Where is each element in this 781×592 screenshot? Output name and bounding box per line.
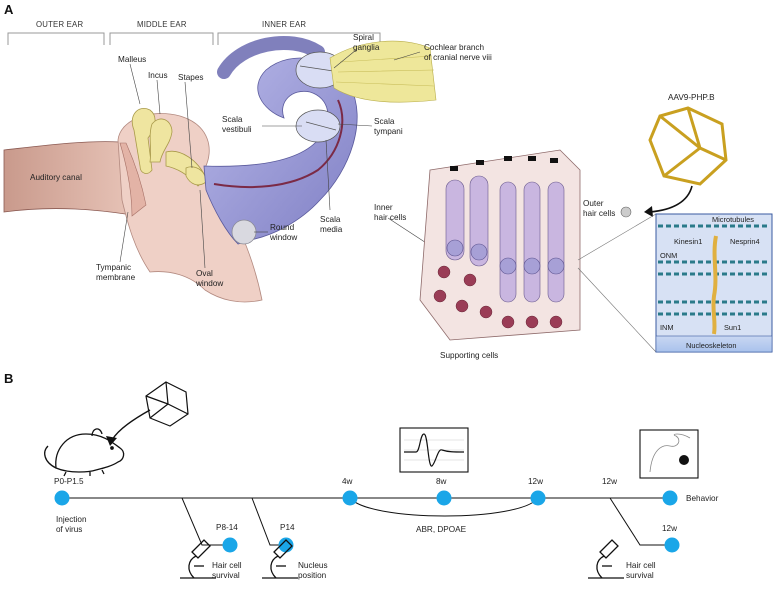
label-round-2: window xyxy=(269,233,297,242)
behavior-label: Behavior xyxy=(686,494,719,503)
injection-label-2: of virus xyxy=(56,525,82,534)
mouse-icon xyxy=(44,428,125,477)
label-12w: 12w xyxy=(528,477,543,486)
label-4w: 4w xyxy=(342,477,353,486)
label-nesprin: Nesprin4 xyxy=(730,237,760,246)
p14-desc-2: position xyxy=(298,571,327,580)
dot-12w xyxy=(530,490,546,506)
dot-p0 xyxy=(54,490,70,506)
label-inner-hc-2: hair cells xyxy=(374,213,406,222)
middle-ear-header: MIDDLE EAR xyxy=(137,20,187,29)
label-supporting-cells: Supporting cells xyxy=(440,351,498,360)
aav-arrow-head xyxy=(644,206,653,217)
p8-desc-2: survival xyxy=(212,571,240,580)
p8-desc-1: Hair cell xyxy=(212,561,242,570)
label-onm: ONM xyxy=(660,251,677,260)
cochlear-nerve xyxy=(329,40,437,103)
dot-4w xyxy=(342,490,358,506)
behavior-arena-icon xyxy=(639,429,699,479)
aav-arrow-icon xyxy=(649,185,693,213)
timeline-start-label: P0-P1.5 xyxy=(54,477,84,486)
label-media-1: Scala xyxy=(320,215,341,224)
virus-capsid-icon xyxy=(145,381,189,427)
label-auditory-canal: Auditory canal xyxy=(30,173,82,182)
label-sun1: Sun1 xyxy=(724,323,741,332)
hc-desc-2: survival xyxy=(626,571,654,580)
label-tympani-1: Scala xyxy=(374,117,395,126)
label-vestibuli-2: vestibuli xyxy=(222,125,252,134)
timeline-dots xyxy=(54,490,680,553)
microscope-icon-2 xyxy=(262,539,298,579)
dot-8w xyxy=(436,490,452,506)
panel-b-letter: B xyxy=(4,371,13,386)
injection-label-1: Injection xyxy=(56,515,87,524)
panel-a-letter: A xyxy=(4,2,14,17)
aav-particle-icon xyxy=(620,206,632,218)
dot-p8 xyxy=(222,537,238,553)
abr-dpoae-label: ABR, DPOAE xyxy=(416,525,467,534)
label-12w-hc: 12w xyxy=(662,524,677,533)
hc-desc-1: Hair cell xyxy=(626,561,656,570)
label-round-1: Round xyxy=(270,223,295,232)
round-window-shape xyxy=(231,219,257,245)
dot-12w-hc xyxy=(664,537,680,553)
p14-label: P14 xyxy=(280,523,295,532)
label-tympanic-2: membrane xyxy=(96,273,136,282)
label-spiral-2: ganglia xyxy=(353,43,380,52)
virus-arrow-icon xyxy=(111,409,151,441)
aav-capsid-icon xyxy=(648,106,728,186)
label-cochlear-2: of cranial nerve viii xyxy=(424,53,492,62)
microscope-icon-3 xyxy=(588,539,624,579)
label-outer-hc-2: hair cells xyxy=(583,209,615,218)
label-oval-2: window xyxy=(195,279,223,288)
label-aav: AAV9-PHP.B xyxy=(668,93,715,102)
abr-trace-icon xyxy=(399,427,469,473)
inner-ear-header: INNER EAR xyxy=(262,20,306,29)
label-8w: 8w xyxy=(436,477,447,486)
label-vestibuli-1: Scala xyxy=(222,115,243,124)
scala-media-line xyxy=(213,99,344,188)
label-stapes: Stapes xyxy=(178,73,204,82)
dot-behavior xyxy=(662,490,678,506)
label-media-2: media xyxy=(320,225,343,234)
label-kinesin: Kinesin1 xyxy=(674,237,702,246)
outer-ear-header: OUTER EAR xyxy=(36,20,83,29)
nuclear-envelope-inset xyxy=(655,213,773,353)
label-tympani-2: tympani xyxy=(374,127,403,136)
microscope-icon-1 xyxy=(180,539,216,579)
label-inm: INM xyxy=(660,323,674,332)
label-outer-hc-1: Outer xyxy=(583,199,604,208)
label-inner-hc-1: Inner xyxy=(374,203,393,212)
label-malleus: Malleus xyxy=(118,55,146,64)
label-microtubules: Microtubules xyxy=(712,215,754,224)
label-spiral-1: Spiral xyxy=(353,33,374,42)
timeline-lines xyxy=(62,497,672,546)
region-brackets xyxy=(7,32,381,45)
p8-label: P8-14 xyxy=(216,523,238,532)
label-12w-behavior: 12w xyxy=(602,477,617,486)
label-oval-1: Oval xyxy=(196,269,213,278)
cochlea-inner-coil xyxy=(217,35,325,79)
organ-of-corti xyxy=(419,149,581,341)
zoom-lines xyxy=(577,213,657,353)
cochlea-cross-sections xyxy=(295,51,345,143)
label-incus: Incus xyxy=(148,71,168,80)
ossicles xyxy=(131,108,207,187)
tympanic-membrane-shape xyxy=(119,142,147,217)
label-nucleoskeleton: Nucleoskeleton xyxy=(686,341,737,350)
label-tympanic-1: Tympanic xyxy=(96,263,131,272)
label-cochlear-1: Cochlear branch xyxy=(424,43,485,52)
virus-arrow-head xyxy=(106,436,117,446)
p14-desc-1: Nucleus xyxy=(298,561,328,570)
